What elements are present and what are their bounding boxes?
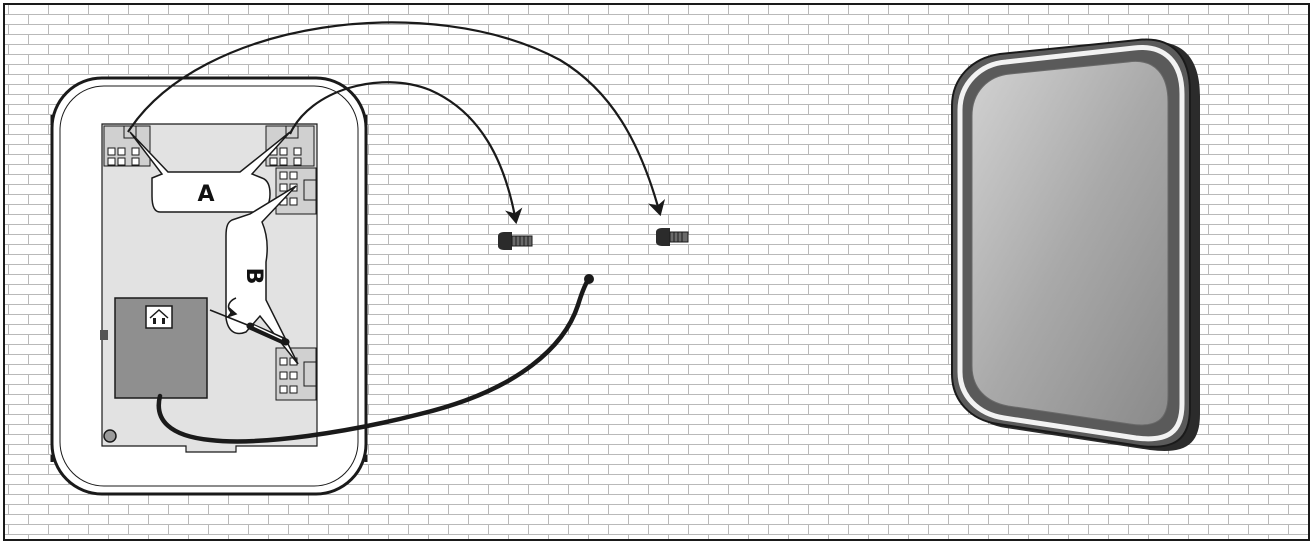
callout-bubble-a: A [129,131,291,213]
bottom-screw-icon [103,429,117,443]
mounting-bracket-bottom-right [275,347,317,401]
power-cable [156,277,591,444]
screw-label-b: B [241,268,266,285]
arrow-bracket-to-screw-left [288,81,523,225]
arrow-bracket-to-screw-right [127,21,666,217]
cable-end-point [584,274,594,284]
callout-bubble-b: B [225,185,299,365]
screwdriver-icon [209,309,290,346]
rotate-arrow-icon [225,297,238,319]
power-junction-box [114,297,208,399]
house-outlet-icon [145,305,173,329]
screw-icon-right [656,228,689,246]
mirror-back-view: A B [50,76,368,496]
mirror-front-view [951,38,1200,451]
screw-icon-left [498,232,533,250]
bracket-label-a: A [197,182,214,207]
mounting-bracket-mid-right [275,167,317,215]
